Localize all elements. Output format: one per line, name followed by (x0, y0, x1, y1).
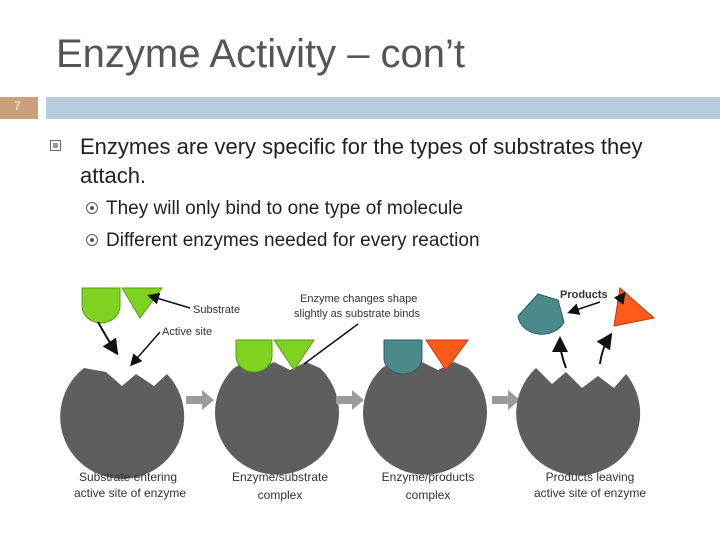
stage2-caption-line1: Enzyme/substrate (232, 470, 328, 484)
stage3-caption-line1: Enzyme/products (382, 470, 475, 484)
stage3-caption-line2: complex (406, 488, 451, 502)
entering-arrow (98, 322, 116, 352)
leaving-arrow-right (600, 336, 610, 364)
substrate-triangle (122, 288, 162, 318)
active-site-pointer (132, 332, 160, 364)
process-arrow-icon (492, 390, 520, 410)
process-arrow-icon (186, 390, 214, 410)
enzyme-3 (363, 362, 487, 475)
substrate-label: Substrate (193, 304, 240, 316)
products-label: Products (560, 289, 608, 301)
products-pointer-left (570, 302, 600, 312)
enzyme-shape (60, 368, 184, 479)
active-site-label: Active site (162, 326, 212, 338)
bound-substrate-semicircle (236, 340, 272, 372)
leaving-arrow-left (560, 340, 566, 368)
substrate-pair (82, 288, 162, 323)
enzyme-4 (516, 368, 640, 475)
process-arrow-icon (336, 390, 364, 410)
product-teal (518, 294, 564, 334)
stage1-caption-line2: active site of enzyme (74, 486, 186, 500)
shape-change-pointer (304, 324, 358, 364)
stage4-caption-line2: active site of enzyme (534, 486, 646, 500)
stage2-caption-line2: complex (258, 488, 303, 502)
shape-change-label-line2: slightly as substrate binds (294, 308, 420, 320)
enzyme-1 (60, 368, 184, 479)
product-teal-bound (384, 340, 422, 374)
enzyme-2 (215, 362, 339, 475)
substrate-semicircle (82, 288, 120, 323)
product-orange (614, 288, 654, 326)
substrate-pointer (150, 296, 190, 308)
stage1-caption-line1: Substrate entering (79, 470, 177, 484)
stage4-caption-line1: Products leaving (546, 470, 635, 484)
shape-change-label-line1: Enzyme changes shape (300, 293, 417, 305)
